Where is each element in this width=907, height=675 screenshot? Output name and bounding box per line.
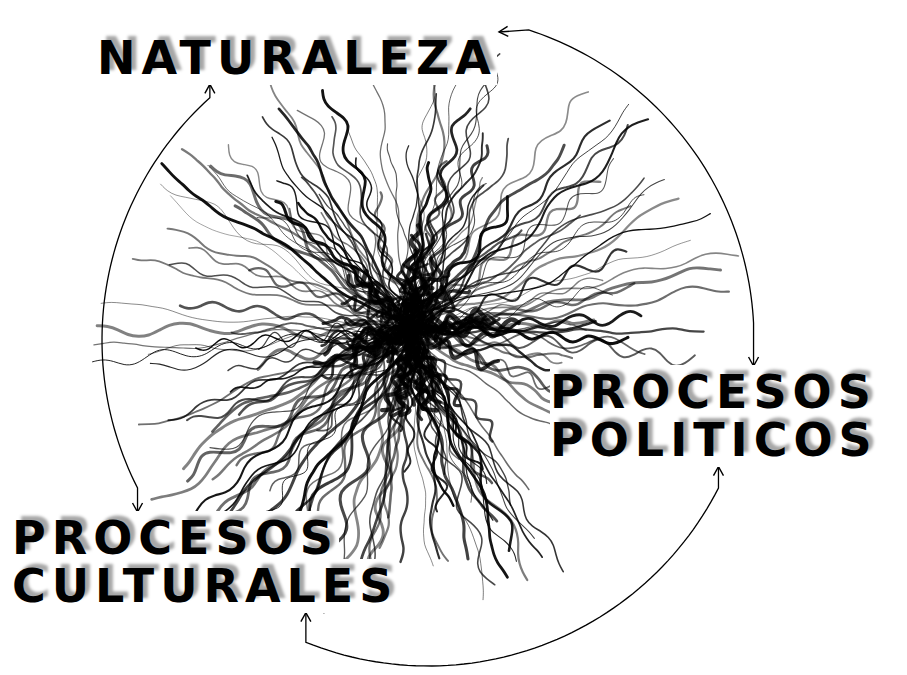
root-strand bbox=[139, 328, 409, 425]
root-strand bbox=[133, 259, 388, 322]
root-strand bbox=[180, 302, 388, 332]
root-strand bbox=[411, 237, 469, 330]
concept-title: PROCESOS CULTURALES bbox=[12, 511, 398, 613]
concept-label: PROCESOS POLITICOS bbox=[548, 366, 893, 467]
cycle-arrow bbox=[102, 84, 210, 512]
root-strand bbox=[411, 271, 449, 331]
root-strand bbox=[415, 104, 628, 323]
root-strand bbox=[426, 119, 648, 312]
root-strand bbox=[415, 48, 498, 308]
root-strand bbox=[396, 330, 411, 398]
root-strand bbox=[414, 145, 564, 315]
root-strand bbox=[354, 324, 408, 367]
root-strand bbox=[416, 195, 644, 326]
cycle-arrow bbox=[499, 30, 754, 366]
root-strand bbox=[407, 251, 417, 331]
root-strand bbox=[279, 109, 401, 314]
concept-title: PROCESOS POLITICOS bbox=[550, 365, 878, 467]
concept-label: PROCESOS CULTURALES bbox=[10, 512, 420, 613]
root-strand bbox=[412, 92, 588, 318]
root-strand bbox=[416, 346, 494, 584]
concept-title: NATURALEZA bbox=[97, 31, 497, 85]
root-strand bbox=[265, 70, 400, 309]
concept-label: NATURALEZA bbox=[95, 32, 499, 84]
root-strand bbox=[409, 330, 440, 390]
root-strand bbox=[402, 235, 421, 330]
root-strand bbox=[411, 318, 519, 337]
root-strand bbox=[323, 317, 409, 333]
